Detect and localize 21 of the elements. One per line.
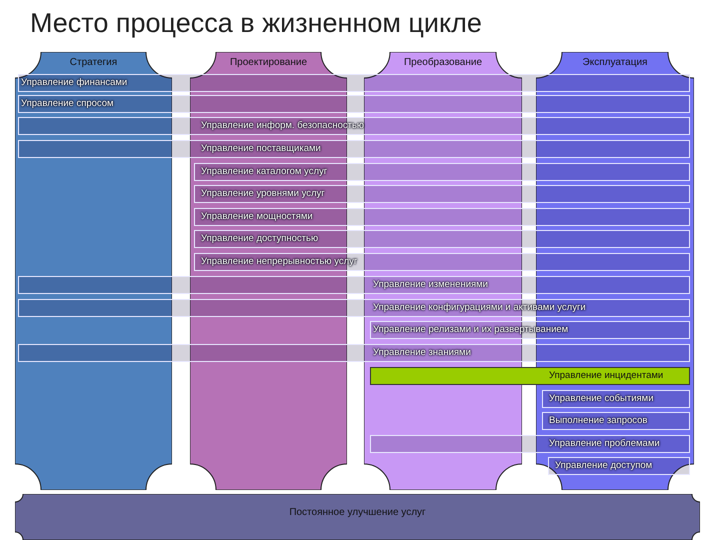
process-bar: Управление доступностью bbox=[194, 230, 690, 248]
column-heading: Преобразование bbox=[402, 57, 484, 68]
process-bar: Управление инцидентами bbox=[370, 367, 690, 385]
process-bar: Управление поставщиками bbox=[18, 140, 690, 158]
process-bar: Управление знаниями bbox=[18, 344, 690, 362]
column-heading: Эксплуатация bbox=[582, 57, 648, 68]
band-heading: Постоянное улучшение услуг bbox=[288, 507, 427, 518]
process-bar: Управление релизами и их развертыванием bbox=[370, 321, 690, 339]
process-bar: Управление конфигурациями и активами услуги bbox=[18, 299, 690, 317]
process-bar: Управление спросом bbox=[18, 95, 690, 113]
process-bar: Управление проблемами bbox=[370, 435, 690, 453]
column-heading: Проектирование bbox=[228, 57, 308, 68]
column-heading: Стратегия bbox=[68, 57, 118, 68]
process-bar: Управление изменениями bbox=[18, 276, 690, 294]
improvement-band bbox=[15, 494, 700, 540]
process-bar: Управление финансами bbox=[18, 74, 690, 92]
lifecycle-column bbox=[15, 52, 172, 490]
process-bar: Управление каталогом услуг bbox=[194, 163, 690, 181]
process-bar: Управление мощностями bbox=[194, 208, 690, 226]
diagram-title: Место процесса в жизненном цикле bbox=[30, 8, 482, 39]
process-bar: Управление уровнями услуг bbox=[194, 185, 690, 203]
